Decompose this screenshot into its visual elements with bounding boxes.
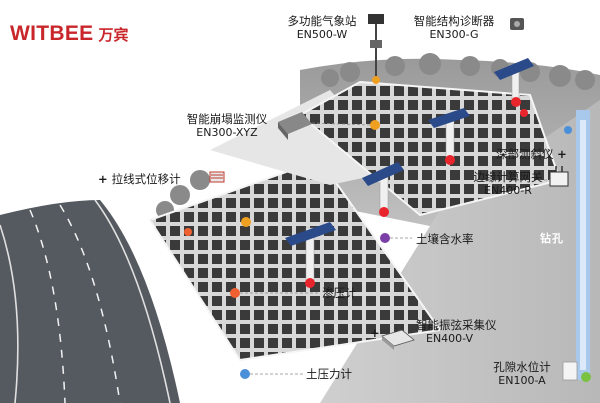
label-deep-inclinometer: 深部测斜仪 +	[496, 147, 567, 161]
plus-marker: +	[370, 326, 380, 340]
deep-inclinometer-name: 深部测斜仪	[496, 147, 554, 161]
label-earth-pressure: 土压力计	[306, 367, 352, 381]
sensor-dot-green	[581, 372, 591, 382]
structure-diagnoser-name: 智能结构诊断器	[413, 14, 495, 28]
vibrating-collector-name: 智能振弦采集仪	[416, 318, 497, 332]
sensor-dot-orange-3	[230, 288, 240, 298]
sensor-dot-purple	[380, 233, 390, 243]
displacement-meter-icon	[209, 171, 225, 183]
label-structure-diagnoser: 智能结构诊断器 EN300-G	[406, 14, 502, 42]
weather-station-code: EN500-W	[296, 28, 348, 41]
collapse-monitor-name: 智能崩塌监测仪	[186, 112, 268, 126]
collapse-monitor-code: EN300-XYZ	[196, 126, 258, 139]
brand-name-en: WITBEE	[10, 22, 94, 45]
upper-slope-grid	[298, 80, 562, 217]
edge-gateway-code: EN400-R	[484, 184, 532, 197]
structure-diagnoser-code: EN300-G	[429, 28, 479, 41]
pore-water-meter-code: EN100-A	[498, 374, 546, 387]
sensor-dot-orange-2	[241, 217, 251, 227]
sensor-dot-orange-4	[184, 228, 192, 236]
weather-station-icon	[368, 14, 384, 84]
gateway-icon	[549, 166, 569, 187]
label-wire-displacement: + 拉线式位移计	[98, 172, 181, 186]
brand-name-cn: 万宾	[98, 26, 129, 44]
earth-pressure-name: 土压力计	[306, 367, 352, 381]
sensor-dot-red	[520, 109, 528, 117]
edge-gateway-name: 边缘计算网关	[473, 170, 543, 184]
structure-diagnoser-icon	[510, 18, 524, 30]
water-level-meter-icon	[562, 361, 578, 381]
label-vibrating-collector: 智能振弦采集仪 EN400-V	[416, 318, 497, 346]
label-pore-water-meter: 孔隙水位计 EN100-A	[484, 360, 560, 388]
borehole-label: 钻孔	[540, 232, 564, 245]
solar-pole-2	[362, 162, 404, 217]
middle-berm	[210, 90, 400, 185]
label-osmometer: 渗压计	[322, 286, 357, 300]
solar-pole-4	[494, 58, 534, 107]
sensor-dot-orange-1	[370, 120, 380, 130]
collapse-monitor-icon	[278, 112, 312, 140]
vibrating-collector-code: EN400-V	[426, 332, 474, 345]
wire-displacement-name: 拉线式位移计	[111, 172, 181, 186]
brand-logo: WITBEE 万宾	[10, 22, 128, 46]
lower-slope-grid	[148, 158, 442, 362]
weather-station-name: 多功能气象站	[287, 14, 357, 28]
vibrating-wire-collector-icon	[381, 324, 415, 350]
osmometer-name: 渗压计	[322, 286, 357, 300]
label-edge-gateway: 边缘计算网关 EN400-R	[470, 170, 546, 198]
pore-water-meter-name: 孔隙水位计	[493, 360, 551, 374]
solar-pole-3	[428, 108, 470, 165]
highway	[0, 200, 180, 403]
soil-moisture-name: 土壤含水率	[416, 232, 474, 246]
sensor-dot-blue-1	[240, 369, 250, 379]
sensor-dot-blue-2	[564, 126, 572, 134]
label-collapse-monitor: 智能崩塌监测仪 EN300-XYZ	[177, 112, 277, 140]
label-soil-moisture: 土壤含水率	[416, 232, 474, 246]
label-weather-station: 多功能气象站 EN500-W	[276, 14, 368, 42]
solar-pole-1	[285, 222, 336, 288]
